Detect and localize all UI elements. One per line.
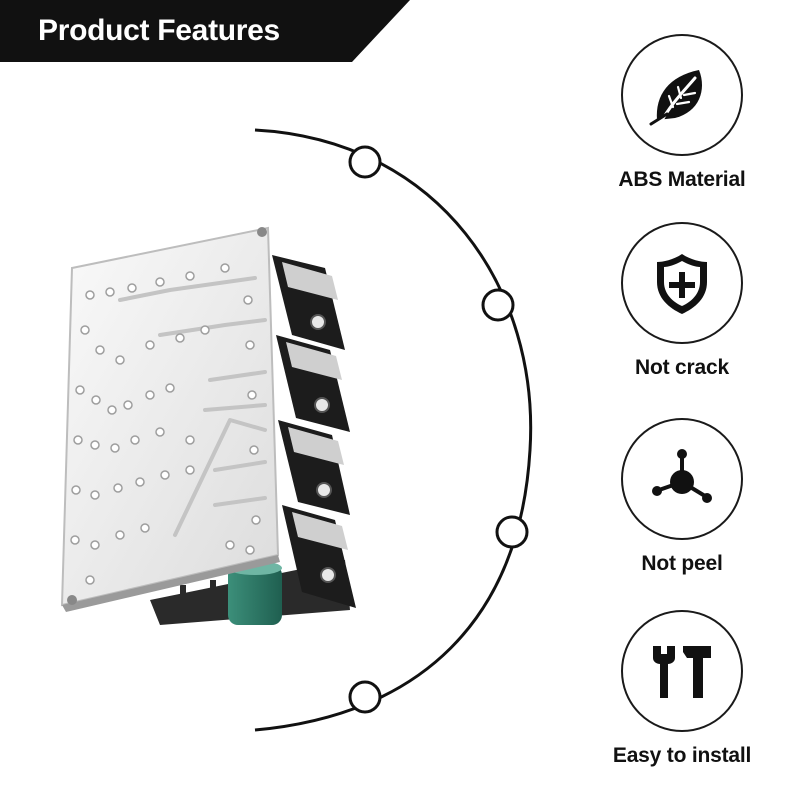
timeline-arc [254, 128, 533, 732]
page-title: Product Features [38, 14, 280, 47]
feature-label: ABS Material [618, 168, 746, 191]
shield-plus-icon [657, 254, 707, 314]
transistor [278, 420, 350, 515]
transistor [276, 335, 350, 432]
feature-label: Not peel [641, 552, 723, 575]
leaf-icon [649, 70, 702, 126]
circuit-board [60, 226, 280, 612]
timeline-node [348, 145, 382, 179]
feature-not-peel: Not peel [590, 418, 774, 576]
timeline-node [348, 680, 382, 714]
feature-icon-circle [621, 610, 743, 732]
feature-icon-circle [621, 34, 743, 156]
timeline-node [481, 288, 515, 322]
feature-icon-circle [621, 222, 743, 344]
feature-label: Easy to install [612, 744, 752, 767]
feature-abs-material: ABS Material [590, 34, 774, 192]
molecule-icon [652, 449, 712, 503]
header-banner [0, 0, 410, 62]
feature-not-crack: Not crack [590, 222, 774, 380]
timeline-node [495, 515, 529, 549]
feature-icon-circle [621, 418, 743, 540]
transistor [282, 505, 356, 608]
feature-easy-to-install: Easy to install [590, 610, 774, 768]
transistor [272, 255, 345, 350]
wrench-hammer-icon [653, 646, 711, 698]
feature-label: Not crack [635, 356, 729, 379]
